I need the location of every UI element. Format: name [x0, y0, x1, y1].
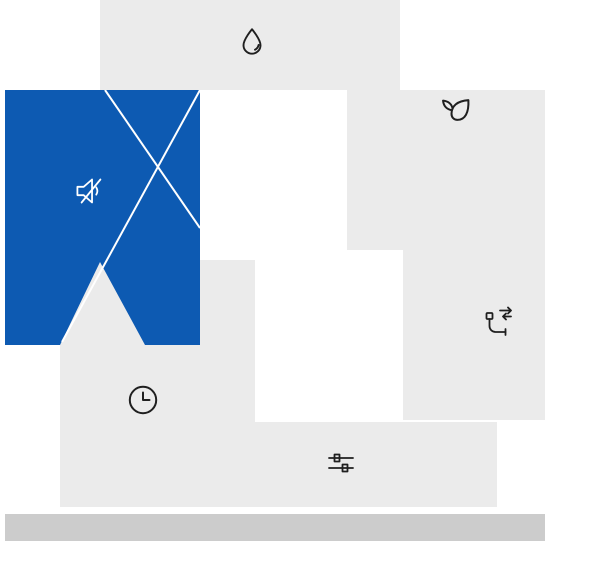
sliders-icon [324, 446, 358, 480]
leaf-icon [438, 94, 474, 130]
ribbon-banner[interactable] [5, 90, 200, 345]
speaker-muted-icon [68, 168, 114, 214]
tile-connect[interactable] [403, 250, 545, 420]
water-drop-icon [235, 25, 269, 59]
tile-eco[interactable] [347, 90, 545, 250]
tile-settings[interactable] [200, 422, 497, 507]
clock-icon [125, 382, 161, 418]
ribbon-shape [5, 90, 200, 345]
connector-swap-icon [477, 301, 517, 341]
tile-water[interactable] [100, 0, 400, 90]
footer-bar [5, 514, 545, 541]
